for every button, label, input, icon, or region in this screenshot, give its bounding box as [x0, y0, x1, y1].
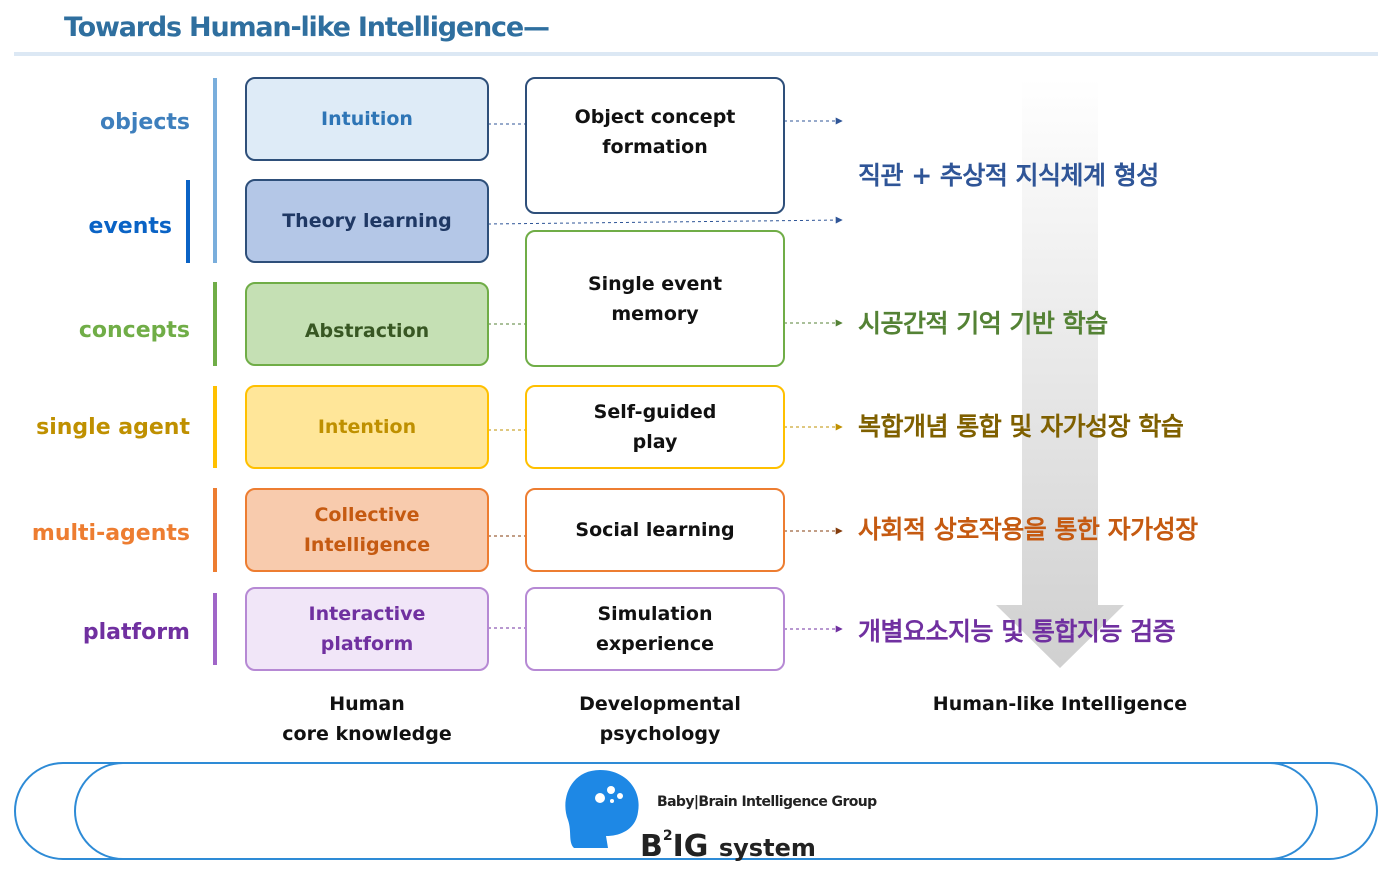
box-abstraction: Abstraction — [245, 282, 489, 366]
box-intuition: Intuition — [245, 77, 489, 161]
box-social-learning: Social learning — [525, 488, 785, 572]
box-simulation-experience: Simulation experience — [525, 587, 785, 671]
category-multi-agents: multi-agents — [31, 521, 190, 546]
title-divider — [14, 52, 1378, 56]
category-objects: objects — [100, 110, 190, 135]
category-platform: platform — [82, 620, 190, 645]
footer-group-name: Baby|Brain Intelligence Group — [657, 794, 877, 810]
label-human-core-knowledge: Human core knowledge — [282, 693, 452, 745]
label-developmental-psychology: Developmental psychology — [579, 693, 741, 745]
page-title: Towards Human-like Intelligence— — [64, 12, 550, 43]
category-concepts: concepts — [78, 318, 190, 343]
down-arrow-shape — [996, 78, 1124, 668]
box-interactive-platform: Interactive platform — [245, 587, 489, 671]
result-4: 사회적 상호작용을 통한 자가성장 — [858, 515, 1198, 544]
bar-platform — [213, 593, 217, 665]
box-object-concept-formation: Object concept formation — [525, 77, 785, 214]
box-self-guided-play: Self-guided play — [525, 385, 785, 469]
result-2: 시공간적 기억 기반 학습 — [858, 309, 1108, 338]
result-5: 개별요소지능 및 통합지능 검증 — [858, 617, 1176, 646]
bar-objects — [213, 78, 217, 263]
bar-concepts — [213, 282, 217, 366]
box-collective-intelligence: Collective Intelligence — [245, 488, 489, 572]
category-single-agent: single agent — [36, 415, 190, 440]
label-human-like-intelligence: Human-like Intelligence — [932, 693, 1188, 715]
result-1: 직관 + 추상적 지식체계 형성 — [858, 161, 1159, 190]
category-events: events — [88, 214, 172, 239]
footer-logo-wordmark: B2IG system — [640, 828, 816, 864]
bar-multi-agents — [213, 488, 217, 572]
box-intention: Intention — [245, 385, 489, 469]
bar-single-agent — [213, 386, 217, 468]
bar-events — [186, 180, 190, 263]
box-theory-learning: Theory learning — [245, 179, 489, 263]
result-3: 복합개념 통합 및 자가성장 학습 — [858, 412, 1184, 441]
footer-inner-frame — [74, 762, 1318, 860]
box-single-event-memory: Single event memory — [525, 230, 785, 367]
